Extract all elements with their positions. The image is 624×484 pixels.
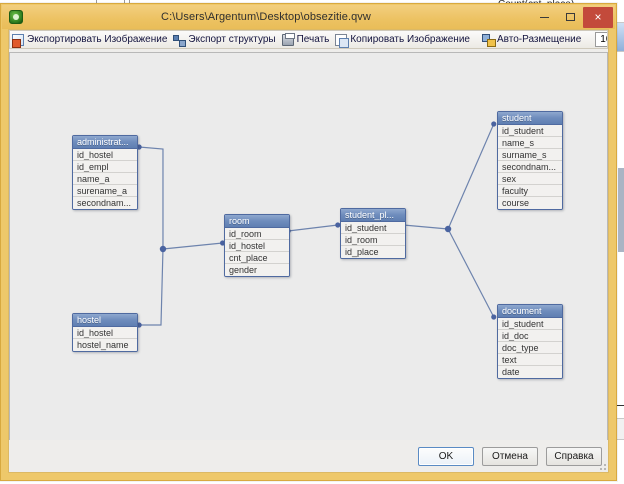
link-endpoint xyxy=(335,222,341,228)
link-endpoint xyxy=(219,240,226,246)
dialog-footer: OK Отмена Справка xyxy=(9,440,608,472)
entity-field[interactable]: id_room xyxy=(341,234,405,246)
entity-field[interactable]: name_a xyxy=(73,173,137,185)
maximize-icon xyxy=(565,13,575,21)
entity-table-title: hostel xyxy=(73,314,137,327)
print-button[interactable]: Печать xyxy=(280,31,334,48)
entity-field[interactable]: doc_type xyxy=(498,342,562,354)
export-image-label: Экспортировать Изображение xyxy=(27,34,168,45)
entity-field[interactable]: id_student xyxy=(498,125,562,137)
resize-grip[interactable] xyxy=(596,460,606,470)
entity-field[interactable]: sex xyxy=(498,173,562,185)
entity-field[interactable]: gender xyxy=(225,264,289,276)
print-label: Печать xyxy=(296,34,330,45)
entity-table-title: document xyxy=(498,305,562,318)
entity-table-title: administrat... xyxy=(73,136,137,149)
diagram-canvas[interactable]: administrat... id_hostel id_empl name_a … xyxy=(9,52,608,442)
entity-field[interactable]: hostel_name xyxy=(73,339,137,351)
export-image-dialog: C:\Users\Argentum\Desktop\obsezitie.qvw … xyxy=(0,3,617,481)
entity-field[interactable]: id_hostel xyxy=(73,149,137,161)
entity-field[interactable]: id_hostel xyxy=(225,240,289,252)
entity-field[interactable]: id_place xyxy=(341,246,405,258)
minimize-icon xyxy=(539,16,549,18)
entity-field[interactable]: name_s xyxy=(498,137,562,149)
diagram-toolbar: Экспортировать Изображение Экспорт струк… xyxy=(9,30,608,49)
background-scrollbar-thumb xyxy=(618,168,624,252)
copy-image-icon xyxy=(335,33,350,48)
entity-table-room[interactable]: room id_room id_hostel cnt_place gender xyxy=(224,214,290,277)
entity-table-student[interactable]: student id_student name_s surname_s seco… xyxy=(497,111,563,210)
export-image-icon xyxy=(12,33,24,48)
entity-field[interactable]: course xyxy=(498,197,562,209)
qlikview-icon xyxy=(9,10,23,24)
close-button[interactable]: × xyxy=(583,6,613,28)
entity-table-student-place[interactable]: student_pl... id_student id_room id_plac… xyxy=(340,208,406,259)
link-endpoint xyxy=(491,121,497,127)
entity-field[interactable]: id_room xyxy=(225,228,289,240)
window-title: C:\Users\Argentum\Desktop\obsezitie.qvw xyxy=(161,11,371,23)
entity-field[interactable]: id_empl xyxy=(73,161,137,173)
entity-table-document[interactable]: document id_student id_doc doc_type text… xyxy=(497,304,563,379)
entity-field[interactable]: id_student xyxy=(498,318,562,330)
entity-field[interactable]: id_doc xyxy=(498,330,562,342)
entity-table-administrator[interactable]: administrat... id_hostel id_empl name_a … xyxy=(72,135,138,210)
copy-image-button[interactable]: Копировать Изображение xyxy=(333,31,474,48)
entity-field[interactable]: secondnam... xyxy=(498,161,562,173)
entity-field[interactable]: secondnam... xyxy=(73,197,137,209)
auto-layout-label: Авто-Размещение xyxy=(496,34,582,45)
entity-field[interactable]: text xyxy=(498,354,562,366)
print-icon xyxy=(281,32,295,46)
cancel-button[interactable]: Отмена xyxy=(482,446,538,466)
auto-layout-icon xyxy=(481,33,496,47)
entity-field[interactable]: faculty xyxy=(498,185,562,197)
zoom-value: 100% xyxy=(600,34,607,45)
ok-button[interactable]: OK xyxy=(418,446,474,466)
auto-layout-button[interactable]: Авто-Размещение xyxy=(480,31,585,48)
entity-field[interactable]: date xyxy=(498,366,562,378)
title-bar[interactable]: C:\Users\Argentum\Desktop\obsezitie.qvw … xyxy=(2,5,615,29)
maximize-button[interactable] xyxy=(557,6,583,28)
minimize-button[interactable] xyxy=(531,6,557,28)
export-structure-button[interactable]: Экспорт структуры xyxy=(171,31,279,48)
link-junction-left xyxy=(159,245,167,253)
help-button[interactable]: Справка xyxy=(546,446,602,466)
link-endpoint xyxy=(491,314,497,320)
entity-field[interactable]: surename_a xyxy=(73,185,137,197)
entity-field[interactable]: surname_s xyxy=(498,149,562,161)
link-junction-right xyxy=(444,225,452,233)
export-structure-label: Экспорт структуры xyxy=(188,34,276,45)
export-image-button[interactable]: Экспортировать Изображение xyxy=(10,31,171,48)
entity-table-title: student xyxy=(498,112,562,125)
entity-table-title: room xyxy=(225,215,289,228)
entity-table-hostel[interactable]: hostel id_hostel hostel_name xyxy=(72,313,138,352)
export-structure-icon xyxy=(173,34,187,47)
entity-field[interactable]: cnt_place xyxy=(225,252,289,264)
entity-field[interactable]: id_hostel xyxy=(73,327,137,339)
entity-table-title: student_pl... xyxy=(341,209,405,222)
entity-field[interactable]: id_student xyxy=(341,222,405,234)
copy-image-label: Копировать Изображение xyxy=(350,34,470,45)
zoom-select[interactable]: 100% ▼ xyxy=(595,32,607,47)
relationship-links xyxy=(136,121,497,328)
